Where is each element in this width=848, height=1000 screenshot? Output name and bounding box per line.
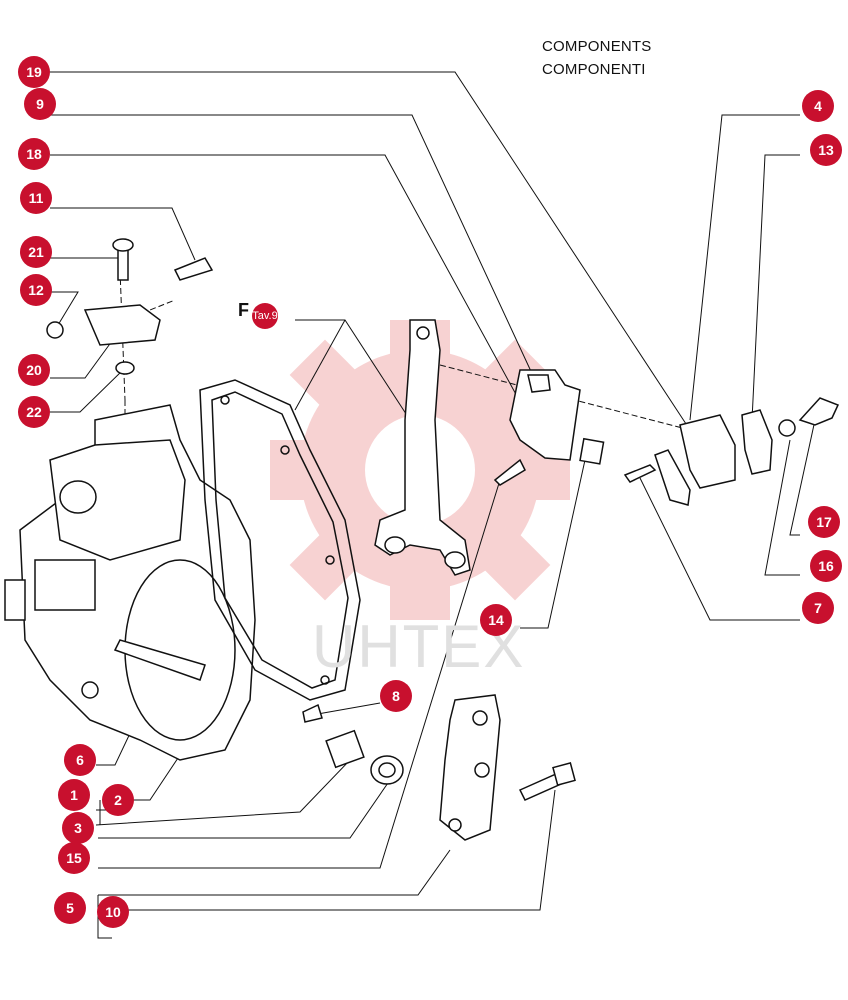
callout-14[interactable]: 14 (480, 604, 512, 636)
callout-12[interactable]: 12 (20, 274, 52, 306)
reference-badge[interactable]: Tav.9 (252, 303, 278, 329)
callout-21[interactable]: 21 (20, 236, 52, 268)
title-italian: COMPONENTI (542, 61, 646, 78)
reference-label-text: F (238, 300, 249, 320)
lower-bracket (439, 694, 576, 841)
gasket (199, 379, 361, 701)
callout-5[interactable]: 5 (54, 892, 86, 924)
callout-16[interactable]: 16 (810, 550, 842, 582)
callout-11[interactable]: 11 (20, 182, 52, 214)
callout-3[interactable]: 3 (62, 812, 94, 844)
callout-10[interactable]: 10 (97, 896, 129, 928)
callout-2[interactable]: 2 (102, 784, 134, 816)
leader-lines (50, 71, 816, 939)
callout-4[interactable]: 4 (802, 90, 834, 122)
callout-17[interactable]: 17 (808, 506, 840, 538)
plate-parts (623, 397, 840, 506)
small-parts (46, 238, 404, 785)
callout-20[interactable]: 20 (18, 354, 50, 386)
callout-15[interactable]: 15 (58, 842, 90, 874)
callout-6[interactable]: 6 (64, 744, 96, 776)
callout-1[interactable]: 1 (58, 779, 90, 811)
callout-22[interactable]: 22 (18, 396, 50, 428)
pump-housing (4, 404, 256, 761)
callout-8[interactable]: 8 (380, 680, 412, 712)
callout-7[interactable]: 7 (802, 592, 834, 624)
lever-arm (374, 319, 471, 576)
callout-18[interactable]: 18 (18, 138, 50, 170)
callout-9[interactable]: 9 (24, 88, 56, 120)
callout-13[interactable]: 13 (810, 134, 842, 166)
callout-19[interactable]: 19 (18, 56, 50, 88)
title-english: COMPONENTS (542, 38, 652, 55)
bracket-assembly (493, 369, 605, 486)
